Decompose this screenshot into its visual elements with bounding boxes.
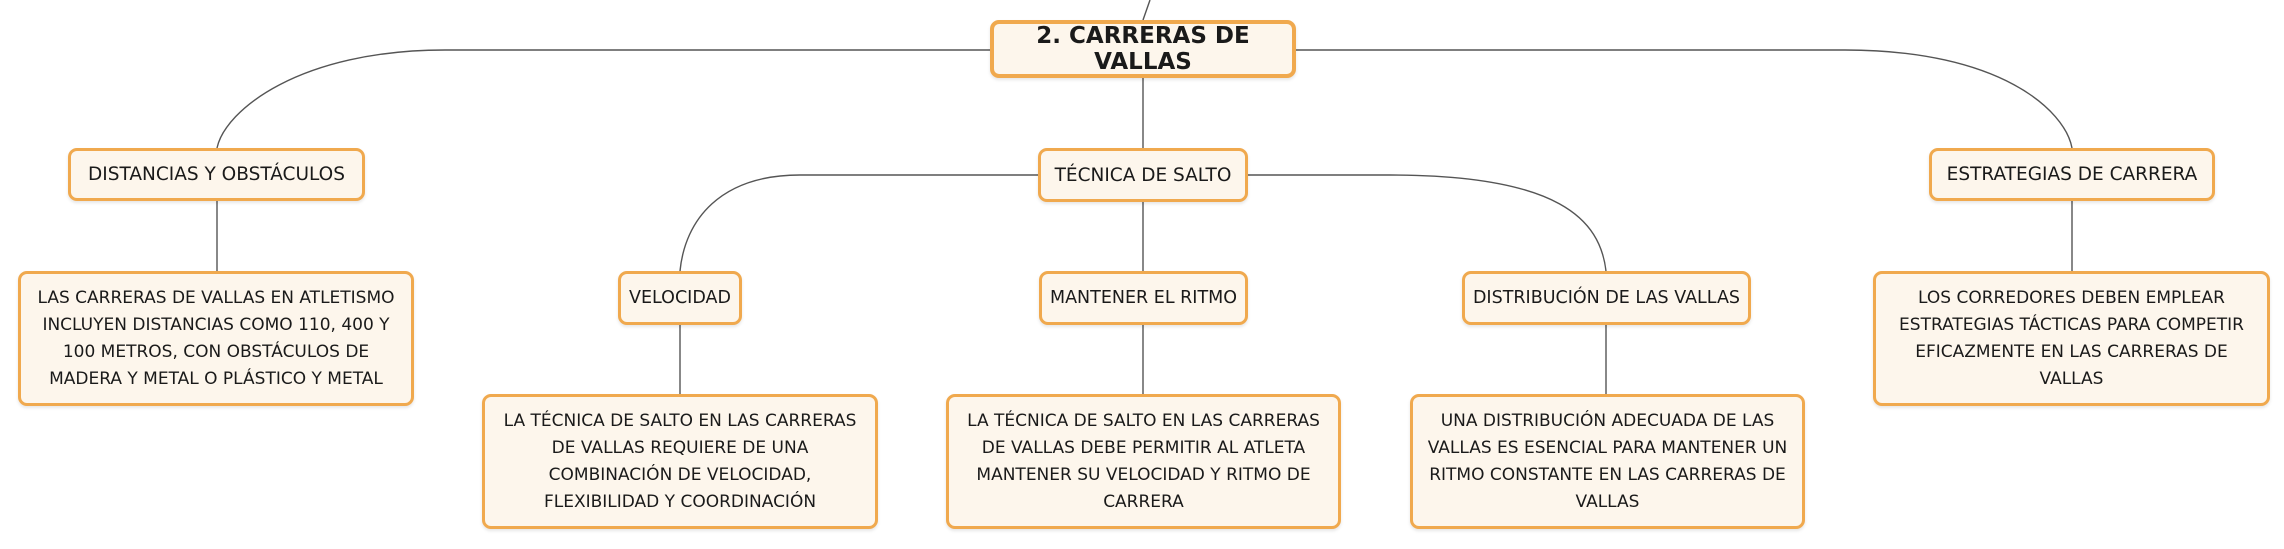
- topic-estrategias-label: ESTRATEGIAS DE CARRERA: [1946, 164, 2198, 185]
- topic-distancias-node[interactable]: DISTANCIAS Y OBSTÁCULOS: [68, 148, 365, 201]
- connector-parent-to-root: [1142, 0, 1151, 21]
- estrategias-description-text: LOS CORREDORES DEBEN EMPLEAR ESTRATEGIAS…: [1899, 287, 2244, 389]
- velocidad-description-text: LA TÉCNICA DE SALTO EN LAS CARRERAS DE V…: [503, 410, 857, 512]
- ritmo-description-text: LA TÉCNICA DE SALTO EN LAS CARRERAS DE V…: [967, 410, 1320, 512]
- topic-distancias-label: DISTANCIAS Y OBSTÁCULOS: [88, 164, 345, 185]
- connector-root-to-distancias: [216, 49, 990, 149]
- root-label: 2. CARRERAS DE VALLAS: [1036, 23, 1250, 75]
- connector-tecnica-to-velocidad: [679, 174, 1038, 272]
- distribucion-description-text: UNA DISTRIBUCIÓN ADECUADA DE LAS VALLAS …: [1427, 410, 1788, 512]
- ritmo-description-node[interactable]: LA TÉCNICA DE SALTO EN LAS CARRERAS DE V…: [946, 394, 1341, 529]
- subtopic-distribucion-node[interactable]: DISTRIBUCIÓN DE LAS VALLAS: [1462, 271, 1751, 325]
- subtopic-ritmo-node[interactable]: MANTENER EL RITMO: [1039, 271, 1248, 325]
- distancias-description-node[interactable]: LAS CARRERAS DE VALLAS EN ATLETISMO INCL…: [18, 271, 414, 406]
- subtopic-distribucion-label: DISTRIBUCIÓN DE LAS VALLAS: [1472, 288, 1741, 308]
- topic-tecnica-node[interactable]: TÉCNICA DE SALTO: [1038, 148, 1248, 202]
- distribucion-description-node[interactable]: UNA DISTRIBUCIÓN ADECUADA DE LAS VALLAS …: [1410, 394, 1805, 529]
- subtopic-velocidad-label: VELOCIDAD: [629, 288, 731, 308]
- root-node[interactable]: 2. CARRERAS DE VALLAS: [990, 20, 1296, 78]
- subtopic-velocidad-node[interactable]: VELOCIDAD: [618, 271, 742, 325]
- connector-tecnica-to-distribucion: [1248, 174, 1607, 272]
- topic-tecnica-label: TÉCNICA DE SALTO: [1054, 164, 1232, 186]
- connector-root-to-estrategias: [1296, 49, 2073, 149]
- distancias-description-text: LAS CARRERAS DE VALLAS EN ATLETISMO INCL…: [37, 287, 395, 389]
- velocidad-description-node[interactable]: LA TÉCNICA DE SALTO EN LAS CARRERAS DE V…: [482, 394, 878, 529]
- estrategias-description-node[interactable]: LOS CORREDORES DEBEN EMPLEAR ESTRATEGIAS…: [1873, 271, 2270, 406]
- topic-estrategias-node[interactable]: ESTRATEGIAS DE CARRERA: [1929, 148, 2215, 201]
- subtopic-ritmo-label: MANTENER EL RITMO: [1049, 288, 1238, 308]
